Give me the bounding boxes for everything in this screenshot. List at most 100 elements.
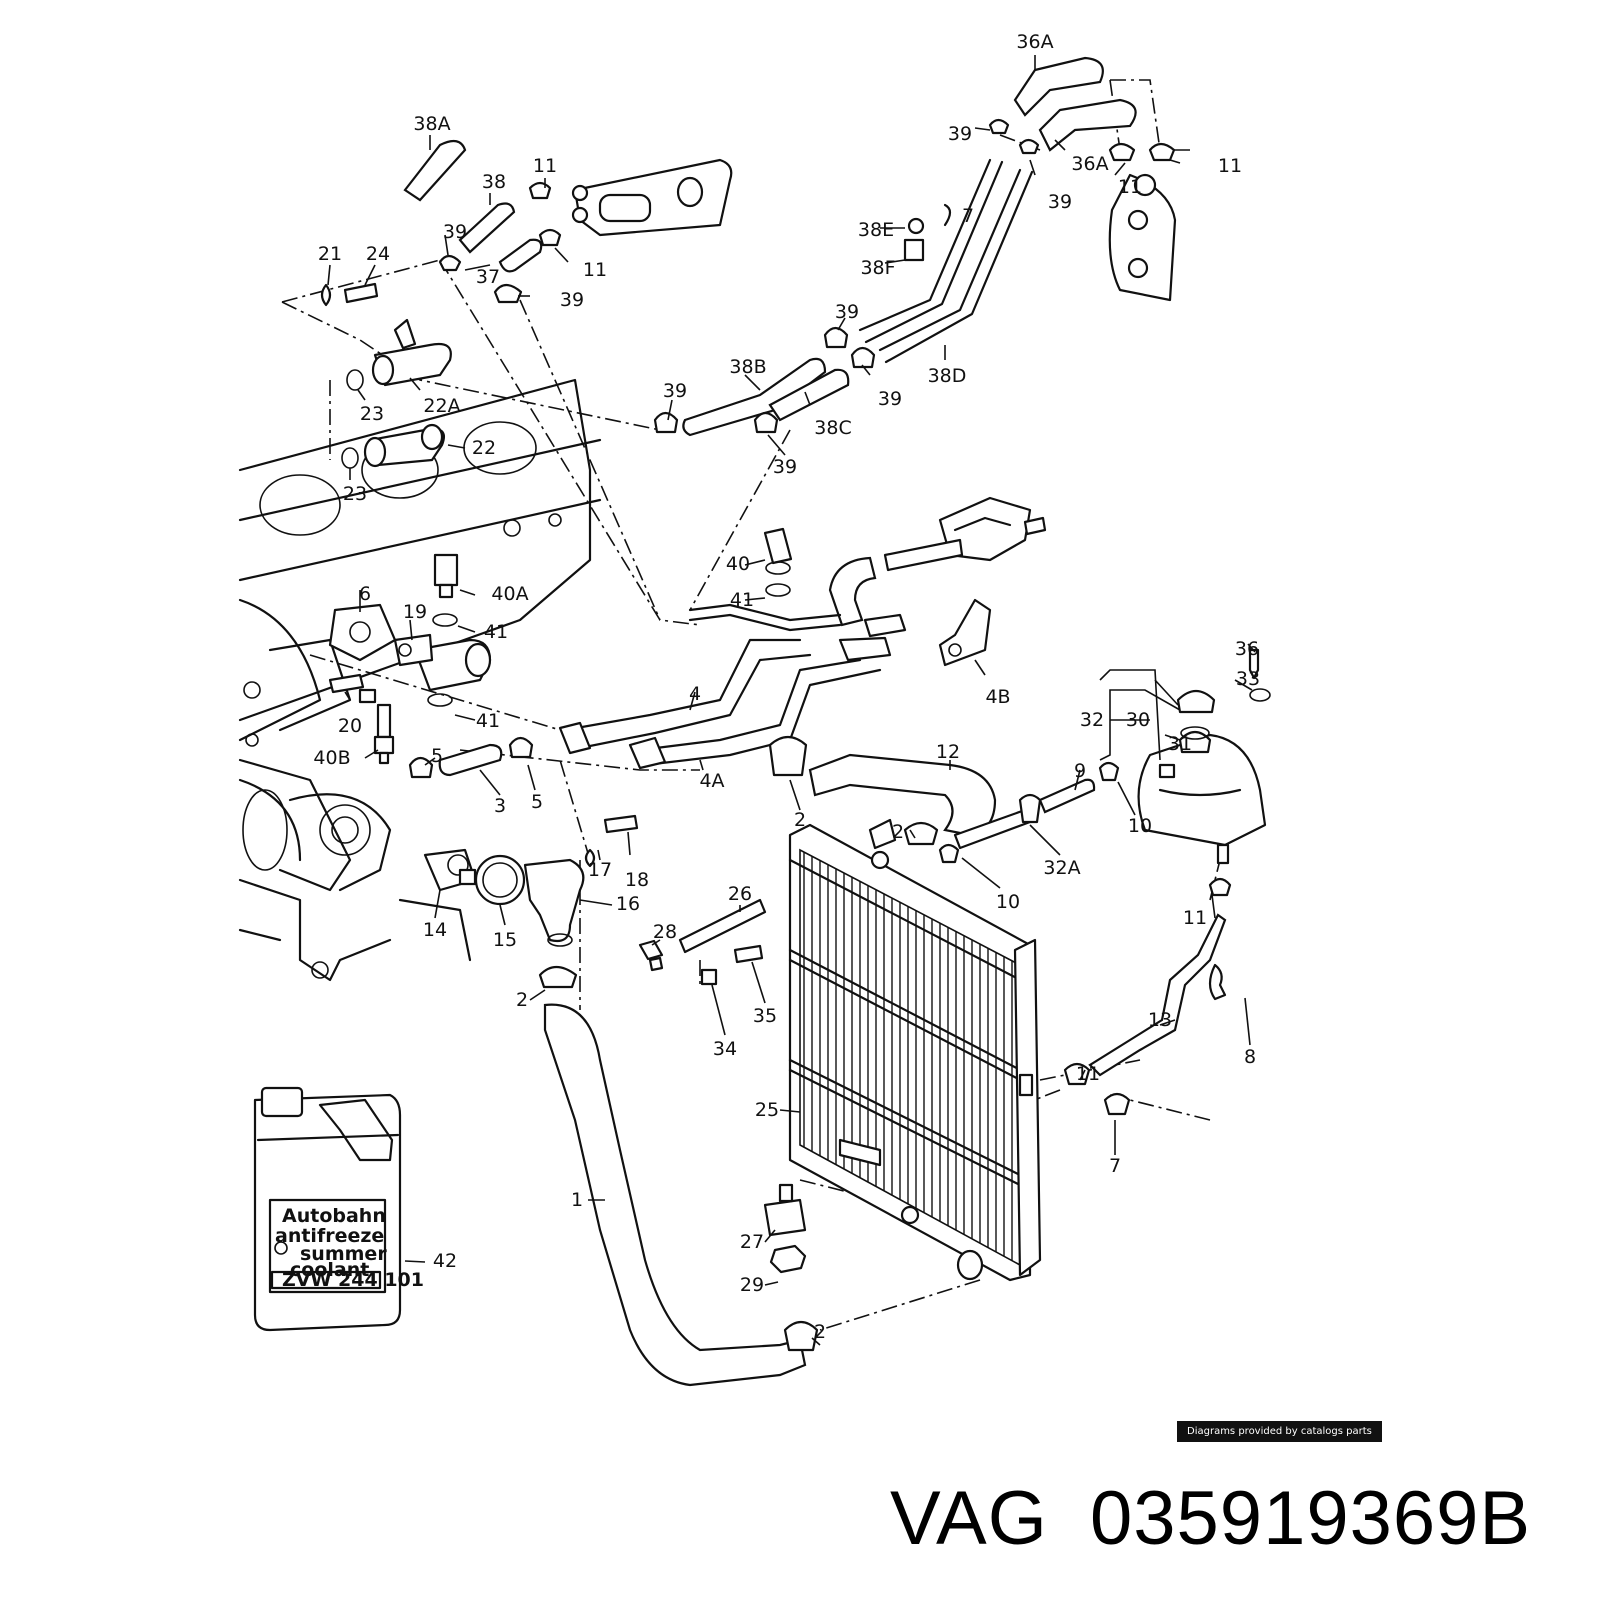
- bottle-line4: coolant: [290, 1259, 369, 1281]
- label-22a: 22A: [423, 395, 460, 417]
- label-34: 34: [713, 1038, 737, 1060]
- label-6: 6: [359, 583, 371, 605]
- label-21: 21: [318, 243, 342, 265]
- radiator: [788, 818, 1042, 1282]
- label-26: 26: [728, 883, 752, 905]
- label-2-d: 2: [814, 1321, 826, 1343]
- label-7-top: 7: [962, 205, 974, 227]
- label-2-a: 2: [794, 809, 806, 831]
- hose-12-group: [768, 735, 1120, 864]
- antifreeze-bottle: Autobahn antifreeze summer coolant ZVW 2…: [253, 1086, 424, 1332]
- label-32a: 32A: [1043, 857, 1080, 879]
- label-42: 42: [433, 1250, 457, 1272]
- upper-left-parts: [320, 139, 733, 469]
- center-pipes: [558, 496, 1047, 770]
- bottle-line3: summer: [300, 1243, 387, 1265]
- label-18: 18: [625, 869, 649, 891]
- label-2-b: 2: [892, 821, 904, 843]
- bottle-line2: antifreeze: [275, 1225, 384, 1247]
- label-23-b: 23: [343, 483, 367, 505]
- label-30: 30: [1126, 709, 1150, 731]
- label-35: 35: [753, 1005, 777, 1027]
- lower-hose: [543, 1003, 819, 1387]
- brand-name: VAG: [890, 1476, 1048, 1561]
- label-39-h: 39: [773, 456, 797, 478]
- label-37: 37: [476, 266, 500, 288]
- label-13: 13: [1148, 1009, 1172, 1031]
- label-33: 33: [1236, 668, 1260, 690]
- label-3: 3: [494, 795, 506, 817]
- label-28: 28: [653, 921, 677, 943]
- label-9: 9: [1074, 760, 1086, 782]
- label-38c: 38C: [814, 417, 851, 439]
- label-38: 38: [482, 171, 506, 193]
- middle-hoses: [653, 326, 876, 437]
- label-11-b: 11: [1218, 155, 1242, 177]
- label-39-d: 39: [560, 289, 584, 311]
- label-5-a: 5: [431, 745, 443, 767]
- label-24: 24: [366, 243, 390, 265]
- label-39-f: 39: [878, 388, 902, 410]
- label-41-c: 41: [476, 710, 500, 732]
- label-2-c: 2: [516, 989, 528, 1011]
- lower-left-parts: [423, 814, 767, 989]
- label-7-bottom: 7: [1109, 1155, 1121, 1177]
- label-8: 8: [1244, 1046, 1256, 1068]
- label-10-b: 10: [996, 891, 1020, 913]
- label-23-a: 23: [360, 403, 384, 425]
- label-11-a: 11: [533, 155, 557, 177]
- leader-lines: [327, 55, 1256, 1346]
- label-39-b: 39: [1048, 191, 1072, 213]
- expansion-tank: [1063, 648, 1271, 1116]
- label-22: 22: [472, 437, 496, 459]
- callout-labels: 36A 38A 39 36A 11 11 39 11 38 38E 7 39 3…: [313, 31, 1260, 1343]
- label-39-g: 39: [663, 380, 687, 402]
- label-15: 15: [493, 929, 517, 951]
- label-38a: 38A: [413, 113, 450, 135]
- left-middle-parts: [328, 553, 534, 779]
- label-4: 4: [689, 683, 701, 705]
- label-36a-mid: 36A: [1071, 153, 1108, 175]
- part-number: 035919369B: [1090, 1476, 1532, 1561]
- label-31: 31: [1168, 733, 1192, 755]
- label-40a: 40A: [491, 583, 528, 605]
- label-36: 36: [1235, 638, 1259, 660]
- label-19: 19: [403, 601, 427, 623]
- label-36a-top: 36A: [1016, 31, 1053, 53]
- bottle-line1: Autobahn: [282, 1205, 386, 1227]
- label-11-f: 11: [1076, 1063, 1100, 1085]
- label-32: 32: [1080, 709, 1104, 731]
- label-38d: 38D: [928, 365, 967, 387]
- label-38f: 38F: [860, 257, 895, 279]
- label-40b: 40B: [313, 747, 350, 769]
- label-17: 17: [588, 859, 612, 881]
- label-4a: 4A: [699, 770, 724, 792]
- label-11-e: 11: [1183, 907, 1207, 929]
- label-16: 16: [616, 893, 640, 915]
- label-10-a: 10: [1128, 815, 1152, 837]
- label-4b: 4B: [985, 686, 1010, 708]
- label-11-c: 11: [1118, 176, 1142, 198]
- label-41-a: 41: [730, 589, 754, 611]
- label-27: 27: [740, 1231, 764, 1253]
- label-25: 25: [755, 1099, 779, 1121]
- label-40: 40: [726, 553, 750, 575]
- label-1: 1: [571, 1189, 583, 1211]
- label-38b: 38B: [729, 356, 766, 378]
- heater-assembly: [858, 56, 1177, 364]
- label-39-a: 39: [948, 123, 972, 145]
- label-39-e: 39: [835, 301, 859, 323]
- label-12: 12: [936, 741, 960, 763]
- label-11-d: 11: [583, 259, 607, 281]
- label-39-c: 39: [443, 221, 467, 243]
- label-20: 20: [338, 715, 362, 737]
- diagram-credit-caption: Diagrams provided by catalogs parts: [1177, 1421, 1382, 1442]
- label-5-b: 5: [531, 791, 543, 813]
- label-41-b: 41: [484, 621, 508, 643]
- label-38e: 38E: [858, 219, 894, 241]
- label-29: 29: [740, 1274, 764, 1296]
- guide-lines: [281, 79, 1221, 1331]
- bottle-code: ZVW 244 101: [282, 1269, 424, 1291]
- label-14: 14: [423, 919, 447, 941]
